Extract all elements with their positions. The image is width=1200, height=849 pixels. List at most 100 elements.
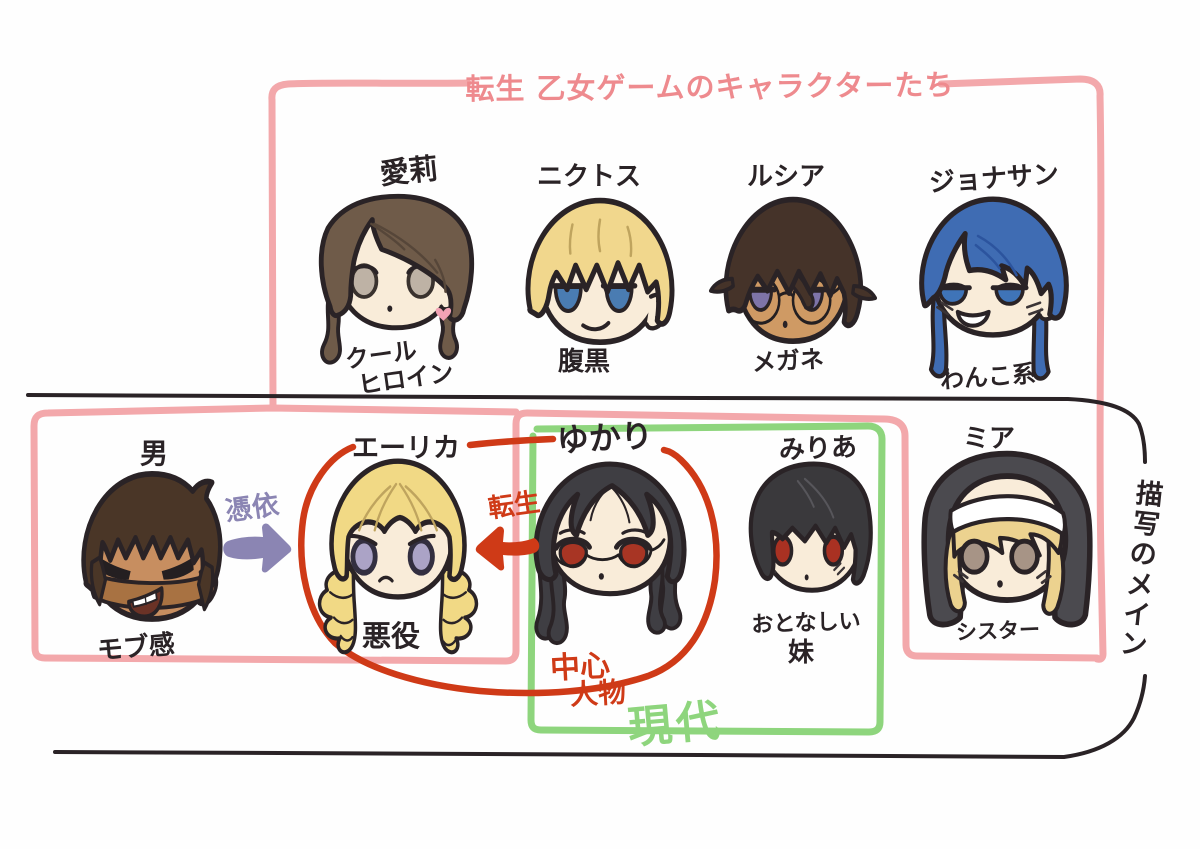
yukari-left-lash — [553, 536, 592, 551]
path-detail-43 — [1036, 570, 1047, 580]
arrows — [223, 523, 540, 573]
erika-left-drill — [317, 566, 358, 655]
central-figure-line2: 人物 — [569, 676, 627, 712]
jonathan-hair-strands — [974, 234, 1018, 277]
path-detail-1 — [373, 222, 439, 274]
yukari-front-hair — [533, 461, 687, 585]
yukari-mouth — [598, 573, 604, 580]
path-detail-22 — [442, 616, 464, 625]
character-jonathan — [919, 196, 1069, 381]
airi-front-hair — [318, 193, 475, 323]
character-airi — [318, 193, 475, 365]
man-left-eye — [98, 557, 131, 580]
diagram-title: 転生 乙女ゲームのキャラクターたち — [465, 68, 954, 106]
modern-box — [527, 422, 886, 736]
erika-trait-label: 悪役 — [362, 619, 420, 653]
lucia-trait-label: メガネ — [751, 345, 824, 377]
airi-mouth — [387, 305, 393, 312]
nyktos-front-hair — [525, 197, 675, 327]
erika-name-label: エーリカ — [352, 433, 460, 464]
jonathan-trait-label: わんこ系 — [939, 360, 1037, 395]
possession-arrow — [223, 523, 292, 573]
jonathan-blush — [936, 301, 1044, 316]
miria-mouth — [804, 574, 809, 581]
path-detail-34 — [589, 486, 609, 522]
miria-right-eye — [822, 534, 845, 567]
mia-right-eye — [1009, 538, 1040, 575]
central-figure-line1: 中心 — [549, 648, 611, 686]
jonathan-front-hair — [919, 196, 1069, 321]
man-teeth — [131, 590, 158, 608]
jonathan-mouth — [955, 309, 991, 328]
path-detail-6 — [626, 225, 633, 258]
divider-line-bottom — [53, 674, 1147, 760]
path-detail-30 — [584, 553, 621, 562]
lucia-left-tuft — [709, 276, 735, 294]
miria-hair — [748, 461, 873, 586]
erika-right-eye — [407, 537, 435, 576]
nyktos-right-eye — [604, 284, 634, 314]
section-lines — [26, 393, 1147, 760]
path-detail-14 — [1026, 301, 1042, 309]
miria-hair-strands — [796, 477, 835, 519]
erika-right-drill — [438, 566, 479, 655]
nyktos-mouth — [581, 320, 611, 332]
man-right-sideburn — [196, 560, 215, 612]
path-detail-19 — [332, 616, 354, 625]
path-detail-12 — [936, 305, 950, 316]
character-lucia — [709, 196, 877, 345]
erika-front-hair — [329, 458, 467, 583]
game-box-right-edge — [937, 75, 1107, 663]
path-detail-40 — [796, 479, 815, 508]
lucia-right-tuft — [851, 283, 877, 301]
jonathan-name-label: ジョナサン — [928, 160, 1060, 199]
mia-left-eye — [959, 538, 990, 575]
character-erika — [317, 458, 479, 655]
path-detail-4 — [597, 218, 602, 253]
mia-name-label: ミア — [963, 424, 1015, 454]
path-detail-27 — [404, 485, 438, 532]
lucia-mouth — [782, 320, 788, 328]
central-figure-circle — [298, 435, 720, 697]
path-detail-16 — [976, 234, 1018, 277]
path-detail-2 — [370, 222, 406, 251]
path-detail-39 — [803, 477, 835, 519]
red-ellipse-top-connector — [466, 435, 557, 449]
reincarnation-label: 転生 — [486, 488, 542, 525]
reincarnation-arrow — [475, 526, 540, 571]
man-right-eye — [161, 557, 194, 580]
labels: 転生 乙女ゲームのキャラクターたち 愛莉 ニクトス ルシア ジョナサン クール … — [96, 68, 1060, 754]
lucia-left-eye — [748, 288, 774, 312]
game-box-outline — [268, 79, 472, 411]
man-left-sideburn — [89, 555, 108, 607]
path-detail-44 — [1040, 575, 1052, 585]
path-detail-17 — [974, 243, 1001, 270]
path-detail-32 — [649, 538, 666, 552]
path-detail-26 — [358, 485, 392, 532]
path-detail-37 — [833, 562, 842, 572]
path-detail-20 — [339, 634, 354, 642]
path-detail-38 — [836, 566, 846, 576]
divider-line-top — [26, 393, 1147, 464]
character-mia — [921, 450, 1093, 628]
path-detail-25 — [398, 482, 423, 532]
miria-trait-line2: 妹 — [788, 638, 814, 668]
lucia-name-label: ルシア — [747, 162, 825, 192]
path-detail-3 — [433, 258, 447, 293]
airi-name-label: 愛莉 — [378, 151, 439, 191]
mia-headband — [948, 494, 1067, 537]
erika-right-brow — [407, 533, 436, 547]
man-tooth-line — [144, 596, 147, 606]
path-detail-21 — [442, 591, 467, 600]
path-detail-33 — [611, 486, 631, 524]
possession-label: 憑依 — [223, 489, 282, 527]
yukari-hair-strands — [589, 486, 631, 524]
path-detail-5 — [568, 223, 574, 255]
lucia-front-hair — [723, 196, 864, 329]
group-boxes — [30, 75, 1107, 665]
erika-mouth — [378, 575, 394, 583]
erika-left-brow — [349, 533, 378, 547]
character-miria — [748, 461, 873, 593]
mia-trait-label: シスター — [956, 618, 1041, 645]
